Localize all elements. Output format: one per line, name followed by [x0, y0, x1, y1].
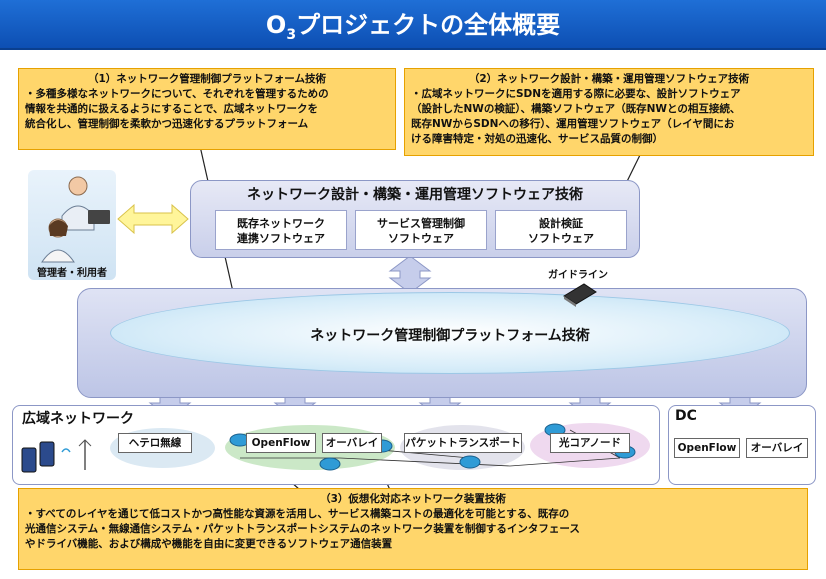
tech-box-2-line: ける障害特定・対処の迅速化、サービス品質の制御） [411, 133, 663, 145]
user-software-arrow [117, 203, 189, 235]
mobile-devices-icon [21, 439, 92, 473]
router-icon [319, 457, 341, 471]
tech-box-3-line: ・すべてのレイヤを通じて低コストかつ高性能な資源を活用し、サービス構築コストの最… [25, 508, 570, 520]
tech-box-1: （1）ネットワーク管理制御プラットフォーム技術 ・多種多様なネットワークについて… [18, 68, 396, 150]
software-title: ネットワーク設計・構築・運用管理ソフトウェア技術 [247, 187, 583, 203]
tag-dc-overlay: オーバレイ [746, 438, 808, 458]
tech-box-2-line: ・広域ネットワークにSDNを適用する際に必要な、設計ソフトウェア [411, 88, 741, 100]
tech-box-3-heading: （3）仮想化対応ネットワーク装置技術 [320, 493, 506, 505]
title-subscript: 3 [286, 26, 297, 43]
tech-box-1-line: 統合化し、管理制御を柔軟かつ迅速化するプラットフォーム [25, 118, 309, 130]
platform-ellipse [110, 292, 790, 374]
tech-box-2-line: 既存NWからSDNへの移行）、運用管理ソフトウェア（レイヤ間にお [411, 118, 735, 130]
tag-overlay: オーバレイ [322, 433, 382, 453]
software-box-line: 設計検証 [539, 217, 583, 230]
tech-box-1-line: 情報を共通的に扱えるようにすることで、広域ネットワークを [25, 103, 319, 115]
tech-box-2-line: （設計したNWの検証）、構築ソフトウェア（既存NWとの相互接続、 [411, 103, 741, 115]
tech-box-1-heading: （1）ネットワーク管理制御プラットフォーム技術 [88, 73, 326, 85]
page-title: O3プロジェクトの全体概要 [0, 0, 826, 50]
title-rest: プロジェクトの全体概要 [296, 11, 561, 39]
tech-box-3: （3）仮想化対応ネットワーク装置技術 ・すべてのレイヤを通じて低コストかつ高性能… [18, 488, 808, 570]
software-box-line: ソフトウェア [388, 232, 454, 245]
wan-label: 広域ネットワーク [22, 411, 134, 427]
guideline-label: ガイドライン [548, 270, 608, 281]
tech-box-3-line: 光通信システム・無線通信システム・パケットトランスポートシステムのネットワーク装… [25, 523, 580, 535]
software-box-design: 設計検証 ソフトウェア [495, 210, 627, 250]
tech-box-1-line: ・多種多様なネットワークについて、それぞれを管理するための [25, 88, 329, 100]
software-box-line: 既存ネットワーク [237, 217, 325, 230]
tag-dc-openflow: OpenFlow [674, 438, 740, 458]
software-box-existing: 既存ネットワーク 連携ソフトウェア [215, 210, 347, 250]
software-box-line: サービス管理制御 [377, 217, 465, 230]
tag-hetero-wireless: ヘテロ無線 [118, 433, 192, 453]
tag-packet-transport: パケットトランスポート [404, 433, 522, 453]
platform-label: ネットワーク管理制御プラットフォーム技術 [310, 328, 590, 344]
book-icon [563, 283, 597, 307]
title-o: O [265, 11, 287, 39]
tag-openflow: OpenFlow [246, 433, 316, 453]
tech-box-2: （2）ネットワーク設計・構築・運用管理ソフトウェア技術 ・広域ネットワークにSD… [404, 68, 814, 156]
software-box-service: サービス管理制御 ソフトウェア [355, 210, 487, 250]
users-label: 管理者・利用者 [37, 268, 107, 279]
users-icon [41, 176, 110, 263]
software-box-line: ソフトウェア [528, 232, 594, 245]
dc-label: DC [675, 408, 697, 424]
software-box-line: 連携ソフトウェア [237, 232, 325, 245]
tag-optical-core: 光コアノード [550, 433, 630, 453]
tech-box-2-heading: （2）ネットワーク設計・構築・運用管理ソフトウェア技術 [468, 73, 750, 85]
tech-box-3-line: やドライバ機能、および構成や機能を自由に変更できるソフトウェア通信装置 [25, 538, 393, 550]
users-panel: 管理者・利用者 [28, 170, 116, 280]
router-icon [459, 455, 481, 469]
